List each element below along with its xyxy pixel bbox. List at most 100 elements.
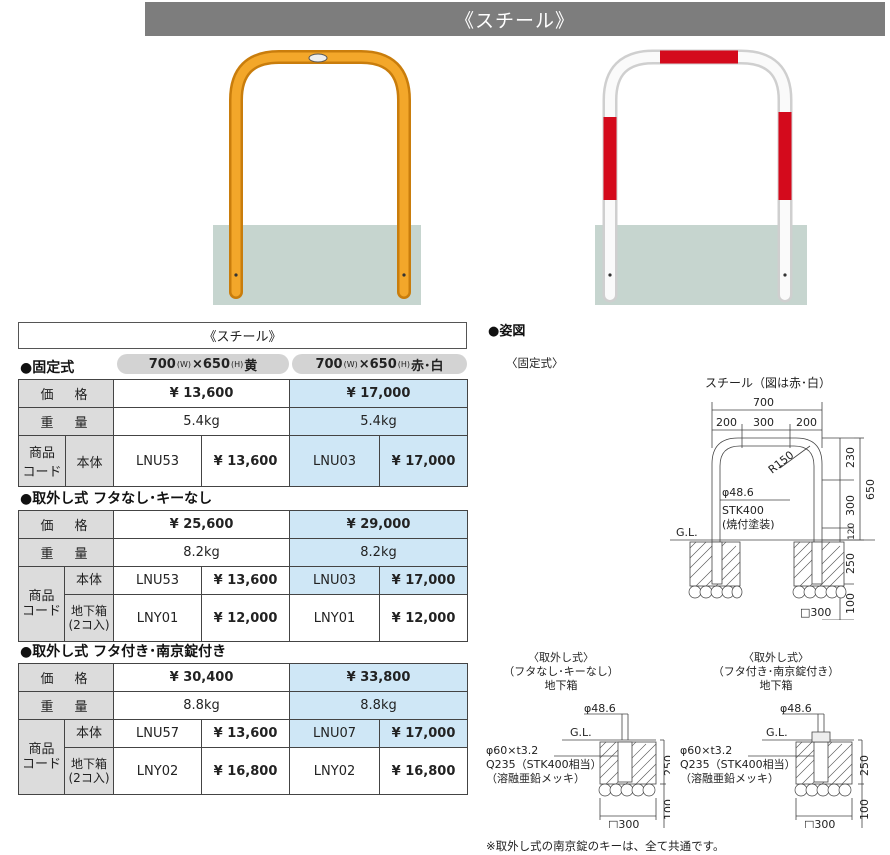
footnote: ※取外し式の南京錠のキーは、全て共通です。 (486, 839, 725, 853)
body-price-redwhite: ¥ 17,000 (379, 719, 469, 748)
code-redwhite: LNU03 (289, 566, 381, 595)
box-price-redwhite: ¥ 16,800 (379, 747, 469, 795)
dim-230: 230 (844, 447, 857, 468)
table-row: 地下箱 (2コ入) LNY01 ¥ 12,000 LNY01 ¥ 12,000 (19, 594, 469, 642)
code-cell: 商品 コード 本体 (18, 435, 114, 487)
price-yellow: ¥ 25,600 (113, 510, 291, 539)
code-redwhite: LNU07 (289, 719, 381, 748)
code-redwhite: LNU03 (289, 435, 380, 487)
box-spec-b: φ60×t3.2 (680, 744, 732, 757)
weight-redwhite: 8.8kg (289, 691, 469, 720)
dim-120: 120 (847, 523, 857, 540)
table-row: 価 格 ¥ 30,400 ¥ 33,800 (17, 663, 469, 692)
code-label: 商品 コード (18, 719, 65, 795)
price-label: 価 格 (17, 663, 115, 692)
body-price-redwhite: ¥ 17,000 (379, 435, 468, 487)
weight-label: 重 量 (18, 407, 114, 436)
pill-h-unit: (H) (231, 359, 244, 369)
column-pill-yellow: 700(W)×650(H)黄 (117, 354, 289, 374)
body-price-yellow: ¥ 13,600 (201, 566, 291, 595)
base-size: □300 (800, 606, 831, 619)
price-label: 価 格 (17, 510, 115, 539)
box-price-yellow: ¥ 12,000 (201, 594, 291, 642)
body-label: 本体 (63, 719, 115, 748)
table-row: 価 格 ¥ 13,600 ¥ 17,000 (18, 379, 468, 408)
page-banner: 《スチール》 (145, 2, 885, 36)
weight-label: 重 量 (17, 538, 115, 567)
price-redwhite: ¥ 17,000 (289, 379, 468, 408)
box-material-a: Q235（STK400相当） (486, 757, 602, 771)
pill-size: 700 (315, 356, 343, 372)
box-material-b: Q235（STK400相当） (680, 757, 796, 771)
pipe-material: STK400 (722, 504, 764, 517)
table-row: 重 量 5.4kg 5.4kg (18, 407, 468, 436)
table-row: 商品 コード 本体 LNU53 ¥ 13,600 LNU03 ¥ 17,000 (18, 566, 469, 642)
pipe-diameter-b: φ48.6 (780, 702, 812, 715)
foundation-right (792, 541, 847, 599)
foundation-left (688, 541, 743, 599)
dim-200-left: 200 (716, 416, 737, 429)
fixed-dimension-drawing: 700 200 300 200 R150 230 300 650 120 250… (670, 396, 877, 620)
pill-size: 700 (148, 356, 176, 372)
main-figure-title: スチール（図は赤･白） (705, 376, 832, 390)
code-label: 商品 コード (19, 436, 66, 486)
fixed-type-label: 〈固定式〉 (506, 356, 564, 370)
removable-b-drawing: φ48.6 G.L. φ60×t3.2 Q235（STK400相当） （溶融亜鉛… (680, 702, 868, 828)
base-size-b: □300 (804, 818, 835, 828)
code-yellow: LNU53 (113, 435, 202, 487)
box-price-yellow: ¥ 16,800 (201, 747, 291, 795)
dim-100: 100 (844, 593, 857, 614)
underground-label: 地下箱 (2コ入) (63, 594, 115, 642)
table-row: 地下箱 (2コ入) LNY02 ¥ 16,800 LNY02 ¥ 16,800 (19, 747, 469, 795)
pipe-finish: (焼付塗装) (722, 517, 775, 531)
section-title-box: 《スチール》 (18, 322, 467, 349)
removable-b-title: 〈取外し式〉 （フタ付き･南京錠付き） 地下箱 (712, 651, 840, 692)
pipe-diameter: φ48.6 (722, 486, 754, 499)
body-label: 本体 (63, 566, 115, 595)
body-label: 本体 (66, 436, 113, 486)
weight-yellow: 5.4kg (113, 407, 290, 436)
code-label: 商品 コード (18, 566, 65, 642)
figure-heading: ●姿図 (488, 324, 526, 339)
price-label: 価 格 (18, 379, 114, 408)
box-code-yellow: LNY01 (113, 594, 203, 642)
dim-200-right: 200 (796, 416, 817, 429)
price-redwhite: ¥ 29,000 (289, 510, 469, 539)
body-price-yellow: ¥ 13,600 (201, 435, 290, 487)
price-redwhite: ¥ 33,800 (289, 663, 469, 692)
weight-redwhite: 5.4kg (289, 407, 468, 436)
removable-a-drawing: φ48.6 G.L. φ60×t3.2 Q235（STK400相当） （溶融亜鉛… (486, 702, 670, 828)
box-code-redwhite: LNY02 (289, 747, 381, 795)
dim-700: 700 (753, 396, 774, 409)
spec-table-removable-a: 価 格 ¥ 25,600 ¥ 29,000 重 量 8.2kg 8.2kg 商品… (17, 510, 469, 642)
height-250-a: 250 (662, 755, 670, 776)
pipe-diameter-a: φ48.6 (584, 702, 616, 715)
height-100-b: 100 (858, 799, 868, 820)
column-pill-redwhite: 700(W)×650(H)赤･白 (292, 354, 467, 374)
box-code-redwhite: LNY01 (289, 594, 381, 642)
height-100-a: 100 (662, 799, 670, 820)
box-coating-b: （溶融亜鉛メッキ） (680, 771, 779, 785)
price-yellow: ¥ 30,400 (113, 663, 291, 692)
section-title-removable-b: ●取外し式 フタ付き･南京錠付き (20, 644, 227, 660)
ground-level-a: G.L. (570, 726, 592, 739)
table-row: 商品 コード 本体 LNU57 ¥ 13,600 LNU07 ¥ 17,000 (18, 719, 469, 795)
box-code-yellow: LNY02 (113, 747, 203, 795)
weight-yellow: 8.2kg (113, 538, 291, 567)
ground-level-b: G.L. (766, 726, 788, 739)
redwhite-barrier-image (602, 49, 793, 303)
table-row: 価 格 ¥ 25,600 ¥ 29,000 (17, 510, 469, 539)
ground-level-label: G.L. (676, 526, 698, 539)
height-250-b: 250 (858, 755, 868, 776)
dim-300: 300 (753, 416, 774, 429)
box-spec-a: φ60×t3.2 (486, 744, 538, 757)
removable-a-title: 〈取外し式〉 （フタなし･キーなし） 地下箱 (503, 651, 619, 692)
box-price-redwhite: ¥ 12,000 (379, 594, 469, 642)
pill-size-h: ×650 (358, 356, 397, 372)
weight-label: 重 量 (17, 691, 115, 720)
pill-w-unit: (W) (176, 359, 191, 369)
table-row: 商品 コード 本体 LNU53 ¥ 13,600 LNU03 ¥ 17,000 (18, 435, 468, 487)
underground-label: 地下箱 (2コ入) (63, 747, 115, 795)
dim-300-v: 300 (844, 495, 857, 516)
section-title-fixed: ●固定式 (20, 360, 75, 376)
